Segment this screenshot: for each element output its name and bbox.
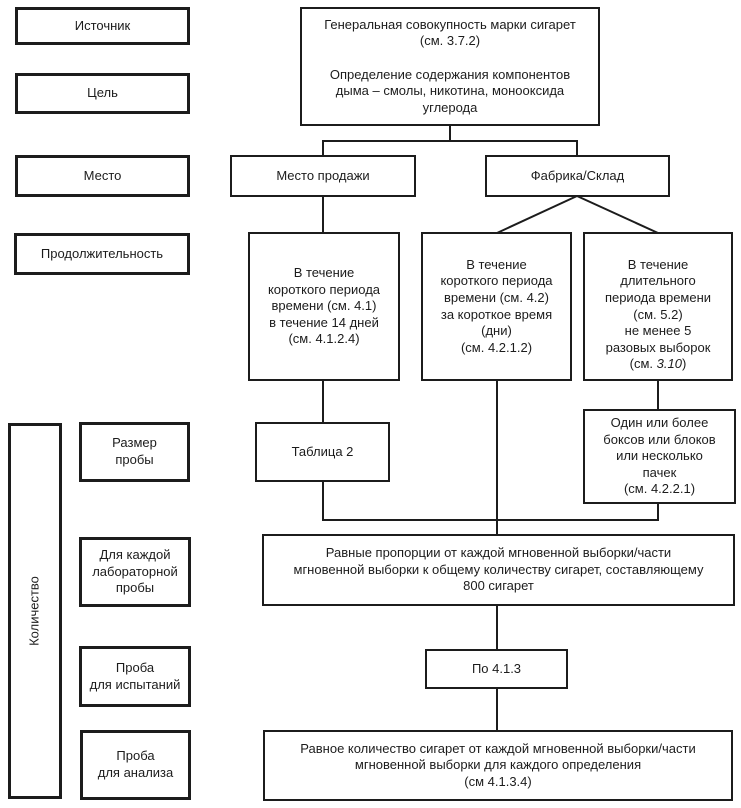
quantity-vertical-text: Количество: [26, 576, 42, 646]
node-sale-place: Место продажи: [230, 155, 416, 197]
node-duration-short-2: В течение короткого периода времени (см.…: [421, 232, 572, 381]
label-source: Источник: [15, 7, 190, 45]
duration-long-ref-close: ): [681, 356, 687, 372]
label-analysis-sample: Проба для анализа: [80, 730, 191, 800]
label-quantity: Количество: [8, 423, 62, 799]
duration-long-main: В течение длительного периода времени (с…: [604, 256, 712, 355]
label-goal: Цель: [15, 73, 190, 114]
connector: [576, 195, 659, 234]
node-per-413: По 4.1.3: [425, 649, 568, 689]
label-place: Место: [15, 155, 190, 197]
node-population: Генеральная совокупность марки сигарет (…: [300, 7, 600, 126]
node-duration-long: В течение длительного периода времени (с…: [583, 232, 733, 381]
label-sample-size: Размер пробы: [79, 422, 190, 482]
duration-long-text: В течение длительного периода времени (с…: [605, 240, 711, 373]
label-test-sample: Проба для испытаний: [79, 646, 191, 707]
node-factory: Фабрика/Склад: [485, 155, 670, 197]
label-lab-sample: Для каждой лабораторной пробы: [79, 537, 191, 607]
node-table2: Таблица 2: [255, 422, 390, 482]
node-equal-proportions: Равные пропорции от каждой мгновенной вы…: [262, 534, 735, 606]
node-boxes-blocks-packs: Один или более боксов или блоков или нес…: [583, 409, 736, 504]
connector: [496, 195, 578, 234]
label-duration: Продолжительность: [14, 233, 190, 275]
duration-long-ref-open: (см.: [629, 356, 657, 372]
node-duration-short-1: В течение короткого периода времени (см.…: [248, 232, 400, 381]
duration-long-ref-number: 3.10: [656, 356, 682, 372]
node-equal-quantity: Равное количество сигарет от каждой мгно…: [263, 730, 733, 801]
